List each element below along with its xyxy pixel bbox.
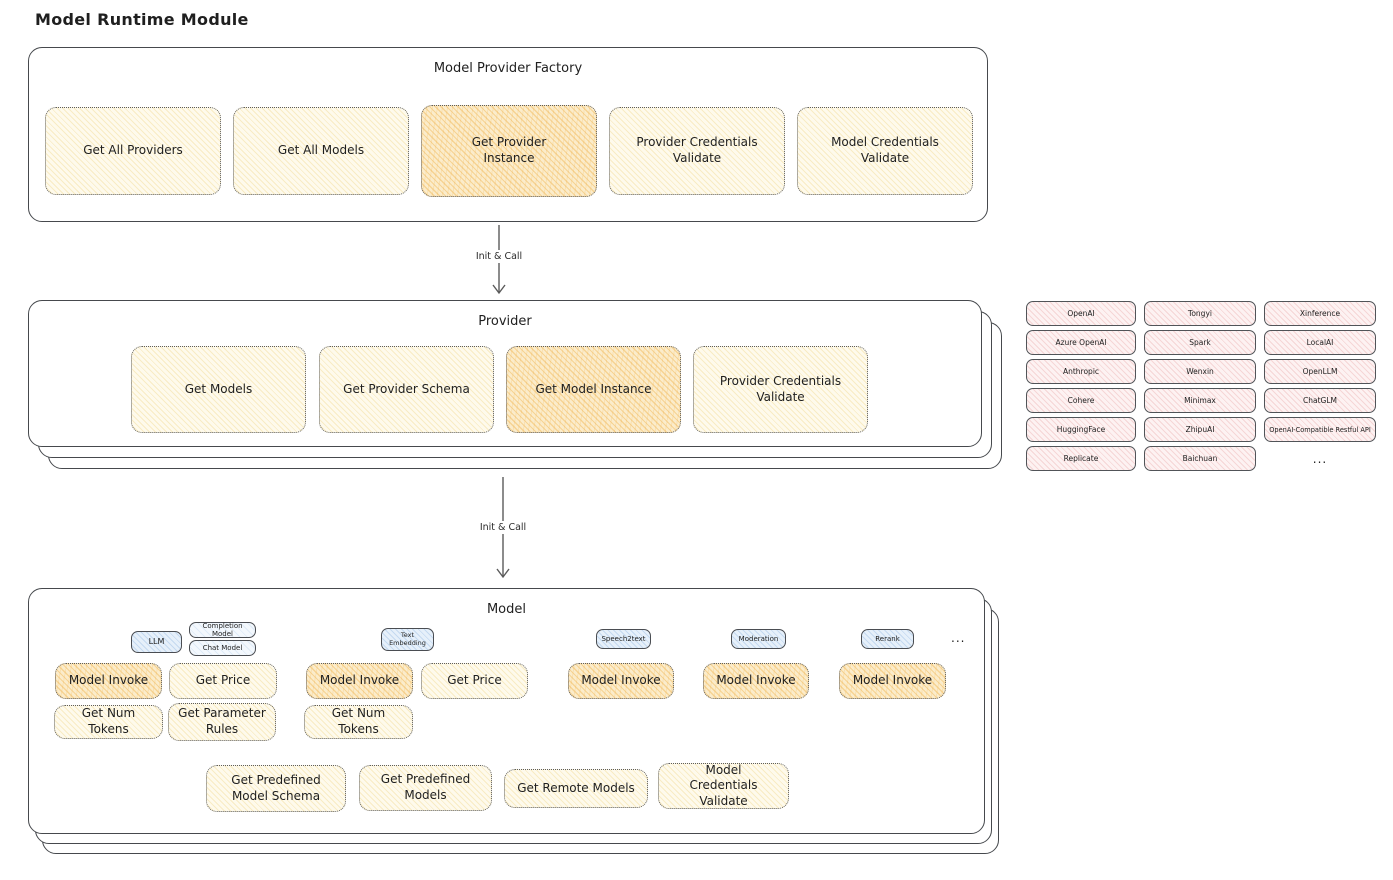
node-llm-get-price: Get Price bbox=[169, 663, 277, 699]
tab-moderation: Moderation bbox=[731, 629, 786, 649]
chip-baichuan: Baichuan bbox=[1144, 446, 1256, 471]
node-model-credentials-validate-2: Model Credentials Validate bbox=[658, 763, 789, 809]
chip-openai-compatible-restful-api: OpenAI-Compatible Restful API bbox=[1264, 417, 1376, 442]
node-embedding-model-invoke: Model Invoke bbox=[306, 663, 413, 699]
tab-rerank: Rerank bbox=[861, 629, 914, 649]
chip-huggingface: HuggingFace bbox=[1026, 417, 1136, 442]
tab-llm: LLM bbox=[131, 631, 182, 653]
chip-localai: LocalAI bbox=[1264, 330, 1376, 355]
tab-completion-model: Completion Model bbox=[189, 622, 256, 638]
provider-title: Provider bbox=[478, 314, 532, 329]
chip-minimax: Minimax bbox=[1144, 388, 1256, 413]
node-get-all-models: Get All Models bbox=[233, 107, 409, 195]
arrow-label-init-call-2: Init & Call bbox=[475, 521, 531, 534]
node-get-provider-schema: Get Provider Schema bbox=[319, 346, 494, 433]
node-provider-credentials-validate: Provider Credentials Validate bbox=[609, 107, 785, 195]
node-get-all-providers: Get All Providers bbox=[45, 107, 221, 195]
node-llm-get-num-tokens: Get Num Tokens bbox=[54, 705, 163, 739]
factory-frame: Model Provider Factory Get All Providers… bbox=[28, 47, 988, 222]
provider-chips-more: ... bbox=[1312, 451, 1328, 466]
model-title: Model bbox=[486, 602, 527, 617]
node-model-credentials-validate: Model Credentials Validate bbox=[797, 107, 973, 195]
node-rerank-model-invoke: Model Invoke bbox=[839, 663, 946, 699]
chip-xinference: Xinference bbox=[1264, 301, 1376, 326]
chip-openllm: OpenLLM bbox=[1264, 359, 1376, 384]
node-embedding-get-price: Get Price bbox=[421, 663, 528, 699]
node-speech2text-model-invoke: Model Invoke bbox=[568, 663, 674, 699]
node-embedding-get-num-tokens: Get Num Tokens bbox=[304, 705, 413, 739]
page-title: Model Runtime Module bbox=[35, 10, 249, 29]
model-frame: Model LLM Completion Model Chat Model Te… bbox=[28, 588, 985, 834]
arrow-label-init-call-1: Init & Call bbox=[471, 250, 527, 263]
node-get-predefined-model-schema: Get Predefined Model Schema bbox=[206, 765, 346, 812]
node-get-models: Get Models bbox=[131, 346, 306, 433]
tab-speech2text: Speech2text bbox=[596, 629, 651, 649]
chip-wenxin: Wenxin bbox=[1144, 359, 1256, 384]
chip-zhipuai: ZhipuAI bbox=[1144, 417, 1256, 442]
chip-tongyi: Tongyi bbox=[1144, 301, 1256, 326]
chip-spark: Spark bbox=[1144, 330, 1256, 355]
node-get-model-instance: Get Model Instance bbox=[506, 346, 681, 433]
chip-openai: OpenAI bbox=[1026, 301, 1136, 326]
node-get-predefined-models: Get Predefined Models bbox=[359, 765, 492, 811]
provider-frame: Provider Get Models Get Provider Schema … bbox=[28, 300, 982, 447]
node-provider-credentials-validate-2: Provider Credentials Validate bbox=[693, 346, 868, 433]
tab-chat-model: Chat Model bbox=[189, 640, 256, 656]
tab-text-embedding: Text Embedding bbox=[381, 628, 434, 651]
provider-chip-grid: OpenAI Tongyi Xinference Azure OpenAI Sp… bbox=[1026, 301, 1376, 471]
node-llm-get-parameter-rules: Get Parameter Rules bbox=[168, 703, 276, 741]
node-get-provider-instance: Get Provider Instance bbox=[421, 105, 597, 197]
chip-cohere: Cohere bbox=[1026, 388, 1136, 413]
node-moderation-model-invoke: Model Invoke bbox=[703, 663, 809, 699]
chip-chatglm: ChatGLM bbox=[1264, 388, 1376, 413]
chip-replicate: Replicate bbox=[1026, 446, 1136, 471]
node-llm-model-invoke: Model Invoke bbox=[55, 663, 162, 699]
chip-azure-openai: Azure OpenAI bbox=[1026, 330, 1136, 355]
chip-anthropic: Anthropic bbox=[1026, 359, 1136, 384]
node-get-remote-models: Get Remote Models bbox=[504, 769, 648, 808]
factory-title: Model Provider Factory bbox=[433, 61, 583, 76]
model-types-more: ... bbox=[951, 631, 966, 645]
